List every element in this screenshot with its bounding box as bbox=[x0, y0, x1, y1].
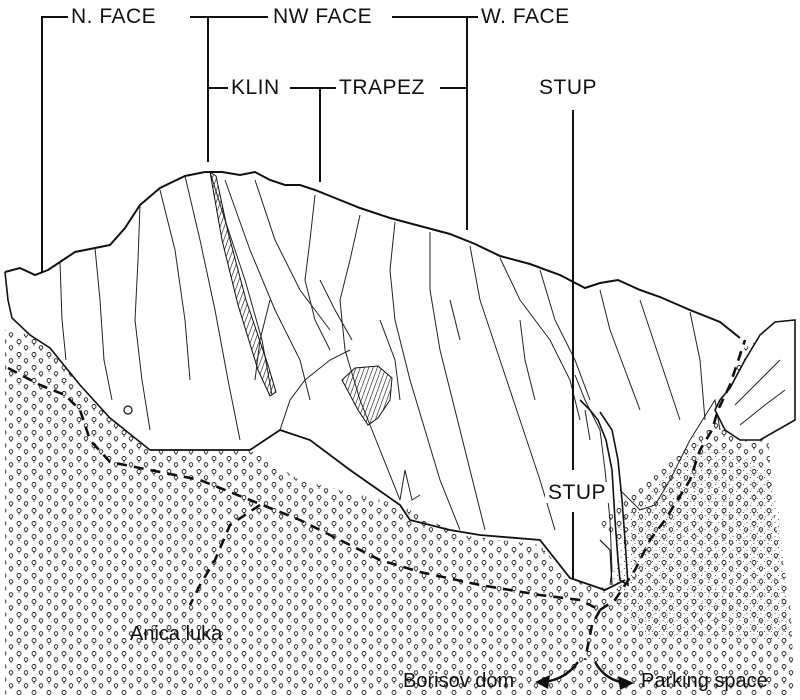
label-stup-mid: STUP bbox=[545, 482, 610, 503]
label-trapez: TRAPEZ bbox=[336, 77, 428, 98]
rock-lines bbox=[59, 171, 721, 586]
right-spire bbox=[714, 319, 796, 441]
trail-paths bbox=[7, 339, 747, 661]
stup-pillar bbox=[579, 399, 629, 587]
massif-outline bbox=[4, 170, 741, 339]
label-w-face: W. FACE bbox=[478, 6, 573, 27]
label-borisov-dom: Borisov dom bbox=[403, 670, 515, 692]
label-stup-top: STUP bbox=[536, 77, 601, 98]
klin-gully bbox=[209, 170, 277, 397]
arrow-right-head bbox=[618, 676, 634, 690]
label-leaders bbox=[41, 16, 574, 580]
label-anica-luka: Anica luka bbox=[130, 623, 223, 645]
trapez-cave bbox=[341, 365, 393, 426]
label-n-face: N. FACE bbox=[68, 6, 160, 27]
scree-stipple bbox=[610, 440, 790, 640]
forest-area bbox=[5, 330, 795, 695]
arrow-left-head bbox=[535, 675, 550, 689]
label-klin: KLIN bbox=[228, 77, 283, 98]
label-parking-space: Parking space bbox=[641, 670, 768, 692]
label-nw-face: NW FACE bbox=[270, 6, 376, 27]
